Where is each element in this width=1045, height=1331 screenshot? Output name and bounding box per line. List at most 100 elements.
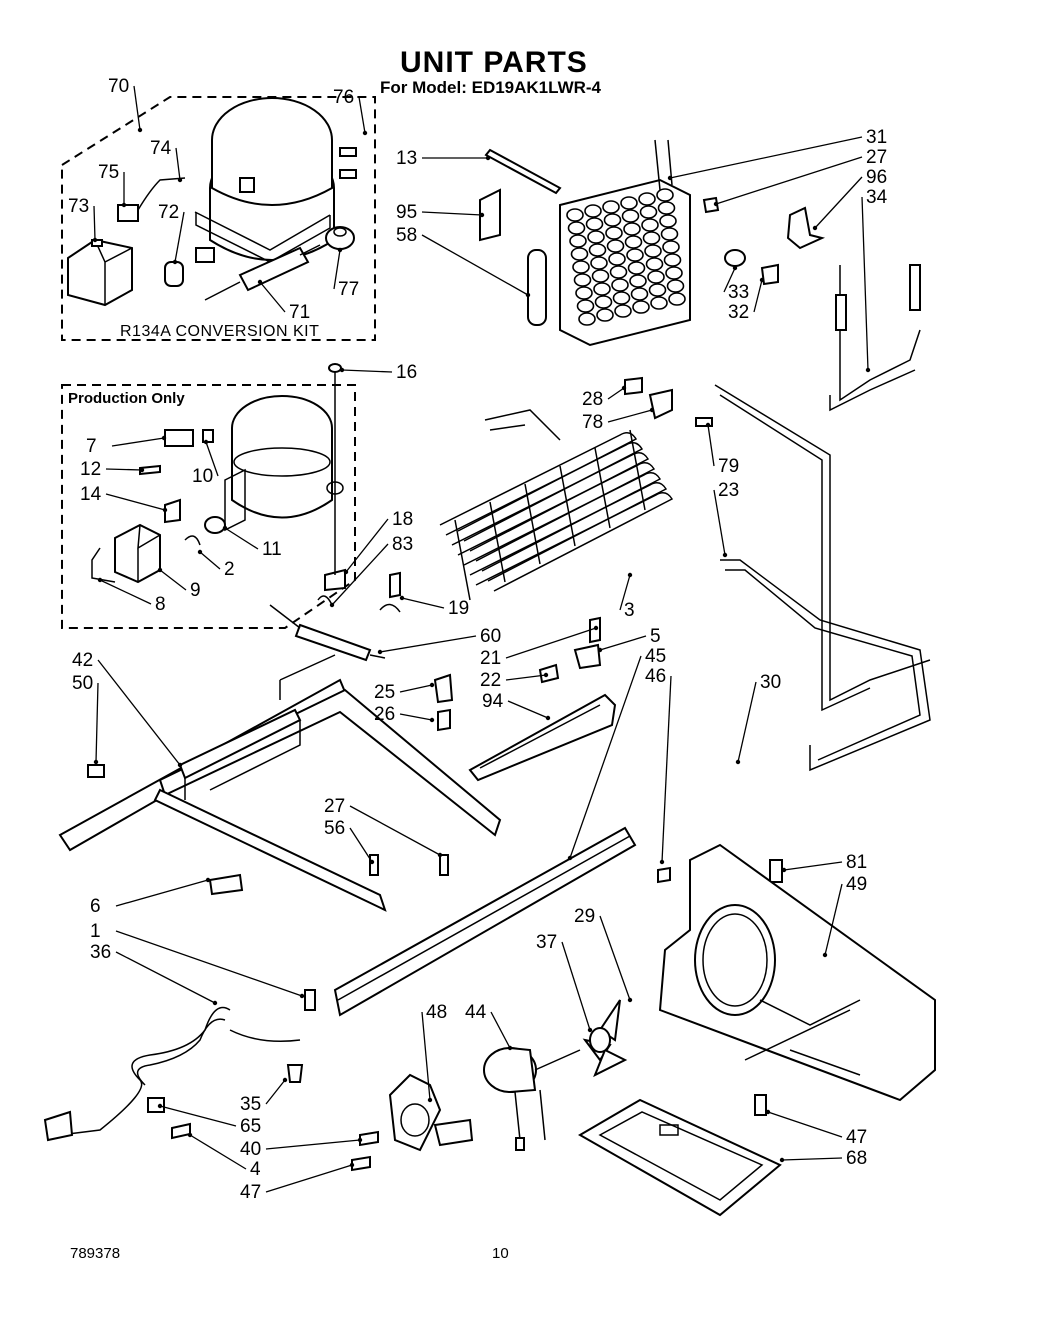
callout-75: 75 [98,162,119,183]
leader-line-78 [607,409,653,423]
leader-arrow-72 [172,259,178,265]
coil-loop [603,213,622,227]
evaporator-upper-small-parts [479,148,826,326]
production-compressor [224,395,344,532]
coil-loop [596,308,614,322]
callout-27: 27 [324,796,345,817]
leader-arrow-48 [427,1097,433,1103]
heater-crossbar [559,465,576,547]
leader-line-36 [115,951,216,1004]
callout-33: 33 [728,282,749,303]
callout-27: 27 [866,147,887,168]
coil-loop [663,253,682,267]
leader-line-40 [265,1139,361,1150]
leader-arrow-29 [627,997,633,1003]
callout-25: 25 [374,682,395,703]
leader-line-26 [399,713,433,721]
long-rail-part-45 [333,826,637,1017]
coil-loop [593,282,611,296]
leader-arrow-12 [139,467,145,473]
callout-96: 96 [866,167,887,188]
leader-arrow-96 [812,225,818,231]
leader-line-21 [505,627,597,659]
coil-loop [588,243,607,257]
callout-71: 71 [289,302,310,323]
leader-arrow-71 [257,279,263,285]
leader-line-94 [507,700,549,719]
callout-76: 76 [333,87,354,108]
callout-6: 6 [90,896,101,917]
callout-56: 56 [324,818,345,839]
coil-loop [665,266,683,280]
base-screws [369,854,783,1116]
leader-arrow-7 [161,435,167,441]
coil-loop [641,218,659,232]
bracket-screws-40-47 [351,1130,379,1172]
coil-loop [620,196,638,210]
heater-loop [451,452,650,552]
callout-70: 70 [108,76,129,97]
callout-73: 73 [68,196,89,217]
leader-line-76 [358,96,366,134]
leader-line-19 [401,597,445,609]
leader-arrow-26 [429,717,435,723]
callout-14: 14 [80,484,102,505]
coil-loop [609,265,628,279]
callout-83: 83 [392,534,413,555]
callout-45: 45 [645,646,666,667]
leader-line-7 [111,437,165,447]
callout-32: 32 [728,302,749,323]
callout-48: 48 [426,1002,447,1023]
kit-grommet-part-77 [325,226,355,250]
leader-arrow-70 [137,127,143,133]
coil-loop [573,273,592,287]
heater-crossbar [594,447,611,529]
leader-arrow-6 [205,877,211,883]
callout-47: 47 [846,1127,867,1148]
leader-line-8 [99,579,152,605]
leader-line-70 [133,85,141,131]
drain-trough-part-94 [468,693,617,782]
callout-9: 9 [190,580,201,601]
leader-arrow-3 [627,572,633,578]
conversion-kit-label: R134A CONVERSION KIT [120,323,320,340]
callout-23: 23 [718,480,739,501]
leader-line-45 [569,655,642,859]
leader-arrow-18 [343,569,349,575]
callout-4: 4 [250,1159,261,1180]
callout-22: 22 [480,670,501,691]
leader-arrow-47 [765,1109,771,1115]
leader-line-47 [767,1111,843,1138]
leader-arrow-16 [339,367,345,373]
heater-crossbar [629,429,646,511]
leader-arrow-11 [222,525,228,531]
leader-line-73 [93,205,96,241]
leader-line-4 [189,1134,247,1170]
coil-loop [632,300,650,314]
heater-loop [445,442,644,542]
leader-line-42 [97,659,181,766]
coil-loop [570,247,589,261]
coil-loop [602,200,620,214]
defrost-heater-grid [439,409,674,601]
leader-arrow-35 [282,1077,288,1083]
leader-line-49 [824,883,843,956]
coil-loop [585,217,604,231]
leader-line-23 [713,489,726,556]
leader-line-29 [599,915,631,1001]
leader-line-6 [115,879,209,907]
leader-line-3 [619,574,631,611]
leader-line-37 [561,941,591,1031]
evaporator-coil [559,139,691,347]
leader-line-11 [224,527,259,550]
callout-35: 35 [240,1094,261,1115]
leader-arrow-47 [349,1162,355,1168]
leader-arrow-49 [822,952,828,958]
production-only-box [61,384,356,629]
leader-line-96 [814,176,863,229]
callout-7: 7 [86,436,97,457]
callout-28: 28 [582,389,603,410]
leader-arrow-25 [429,682,435,688]
